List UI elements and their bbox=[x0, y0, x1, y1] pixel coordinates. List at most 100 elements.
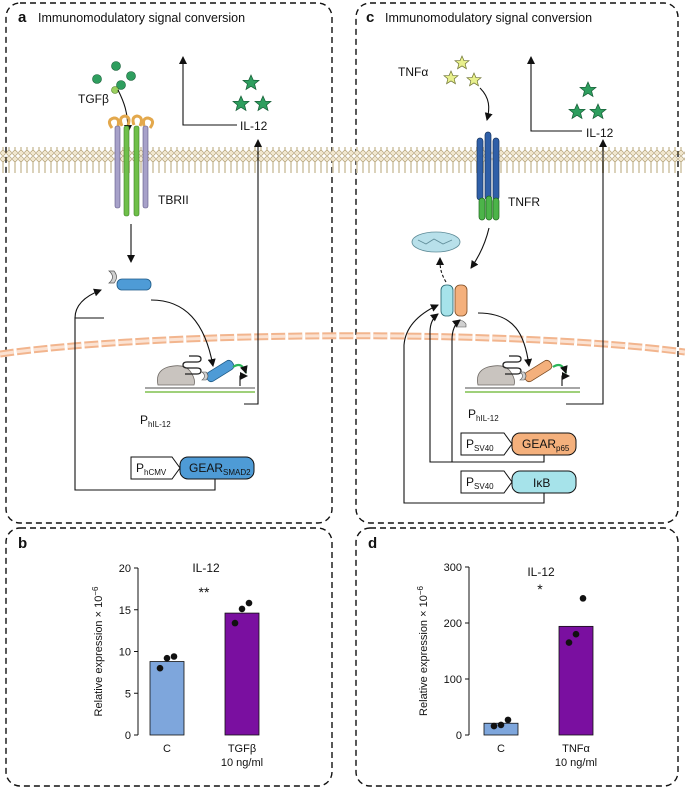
data-point bbox=[504, 716, 512, 724]
secretion-arrow bbox=[527, 56, 582, 132]
il12-star-icon bbox=[254, 95, 272, 112]
tnfa-ligand-icon bbox=[443, 70, 459, 85]
data-point bbox=[490, 722, 498, 730]
secretion-arrow bbox=[179, 56, 237, 126]
data-point bbox=[245, 599, 253, 607]
tgfb-ligand-icon bbox=[126, 71, 136, 81]
tnfr-label: TNFR bbox=[508, 195, 540, 209]
tgfb-ligand-icon bbox=[92, 74, 102, 84]
data-point bbox=[565, 639, 573, 646]
tgfb-label: TGFβ bbox=[78, 92, 109, 106]
panel-d-frame bbox=[355, 527, 679, 787]
bar-TGFβ bbox=[224, 612, 260, 736]
sv40-promoter-icon bbox=[460, 470, 513, 494]
data-point bbox=[238, 605, 246, 613]
y-tick-label: 100 bbox=[444, 674, 462, 686]
x-tick-label: C bbox=[163, 743, 171, 755]
tgfb-ligand-icon bbox=[111, 61, 121, 71]
x-tick-label: TNFα bbox=[562, 743, 590, 755]
tnfr-receptor-icon bbox=[476, 131, 500, 221]
y-tick-label: 15 bbox=[119, 605, 131, 617]
panel-a-frame bbox=[5, 2, 333, 524]
gear-smad2-label: GEARSMAD2 bbox=[189, 461, 251, 477]
y-axis-label: Relative expression × 10−6 bbox=[416, 586, 430, 716]
panel-letter: d bbox=[368, 535, 377, 552]
tgfb-ligand-icon bbox=[116, 80, 126, 90]
hcmv-promoter-label: PhCMV bbox=[136, 461, 167, 477]
expression-arrow bbox=[451, 319, 461, 462]
panel-a: a Immunomodulatory signal conversion TGF… bbox=[18, 9, 272, 491]
hcmv-promoter-icon bbox=[130, 456, 181, 480]
y-tick-label: 0 bbox=[125, 730, 131, 742]
signal-arrow bbox=[470, 227, 490, 269]
panel-a-title: Immunomodulatory signal conversion bbox=[38, 11, 245, 25]
x-tick-label: TGFβ bbox=[228, 743, 256, 755]
data-point bbox=[572, 630, 580, 638]
data-point bbox=[579, 595, 587, 602]
y-axis-label-exponent: −6 bbox=[416, 586, 425, 596]
panel-c: c Immunomodulatory signal conversion TNF… bbox=[366, 9, 614, 504]
data-point bbox=[170, 653, 178, 660]
tbrii-label: TBRII bbox=[158, 193, 189, 207]
bar-C bbox=[149, 661, 185, 736]
panel-a-letter: a bbox=[18, 9, 27, 26]
tnfa-ligand-icon bbox=[466, 72, 482, 87]
x-tick-label: C bbox=[497, 743, 505, 755]
chart-title: IL-12 bbox=[192, 561, 220, 575]
il12-label: IL-12 bbox=[586, 126, 614, 140]
y-tick-label: 300 bbox=[444, 562, 462, 574]
x-tick-sublabel: 10 ng/ml bbox=[221, 757, 263, 769]
ikb-gear-p65-complex-icon bbox=[440, 284, 468, 328]
tnfa-ligand-icon bbox=[454, 55, 470, 70]
y-tick-label: 10 bbox=[119, 647, 131, 659]
significance-marker: * bbox=[537, 581, 543, 597]
gear-smad2-gene-box bbox=[179, 456, 255, 480]
proteasome-icon bbox=[411, 231, 461, 253]
panel-c-frame bbox=[355, 2, 679, 524]
expression-arrow bbox=[429, 332, 545, 463]
gear-p65-label: GEARp65 bbox=[522, 437, 570, 453]
promoter-complex-icon bbox=[465, 355, 580, 393]
il12-star-icon bbox=[568, 103, 586, 120]
chart-title: IL-12 bbox=[527, 565, 555, 579]
y-tick-label: 20 bbox=[119, 563, 131, 575]
translocation-arrow bbox=[150, 299, 216, 367]
data-point bbox=[163, 654, 171, 662]
il12-label: IL-12 bbox=[240, 119, 268, 133]
bar-TNFα bbox=[558, 625, 594, 736]
promoter-complex-icon bbox=[145, 355, 255, 393]
il12-star-icon bbox=[242, 74, 260, 91]
sv40-promoter-icon bbox=[460, 432, 513, 456]
significance-marker: ** bbox=[199, 584, 210, 600]
panel-letter: b bbox=[18, 535, 27, 552]
il12-output-arrow bbox=[566, 139, 607, 405]
promoter-label: PhIL-12 bbox=[468, 407, 499, 423]
gear-smad2-protein-icon bbox=[108, 270, 152, 291]
y-axis-label-exponent: −6 bbox=[91, 586, 100, 596]
data-point bbox=[231, 619, 239, 627]
data-point bbox=[497, 721, 505, 729]
tbrii-receptor-icon bbox=[107, 114, 155, 217]
degradation-arrow bbox=[436, 257, 447, 283]
expression-arrow bbox=[403, 345, 545, 504]
y-axis-label: Relative expression × 10−6 bbox=[91, 586, 105, 716]
promoter-label: PhIL-12 bbox=[140, 413, 171, 429]
y-tick-label: 5 bbox=[125, 688, 131, 700]
translocation-arrow bbox=[477, 312, 533, 367]
data-point bbox=[156, 664, 164, 672]
il12-star-icon bbox=[589, 103, 607, 120]
cell-membrane bbox=[0, 147, 685, 173]
expression-arrow bbox=[74, 317, 216, 491]
il12-star-icon bbox=[232, 95, 250, 112]
il12-star-icon bbox=[579, 81, 597, 98]
sv40-promoter-label: PSV40 bbox=[466, 475, 494, 491]
panel-c-title: Immunomodulatory signal conversion bbox=[385, 11, 592, 25]
binding-arrow bbox=[479, 87, 493, 121]
il12-output-arrow bbox=[244, 139, 262, 405]
tgfb-ligand-icon bbox=[111, 86, 119, 94]
ikb-label: IκB bbox=[533, 476, 550, 490]
x-tick-sublabel: 10 ng/ml bbox=[555, 757, 597, 769]
